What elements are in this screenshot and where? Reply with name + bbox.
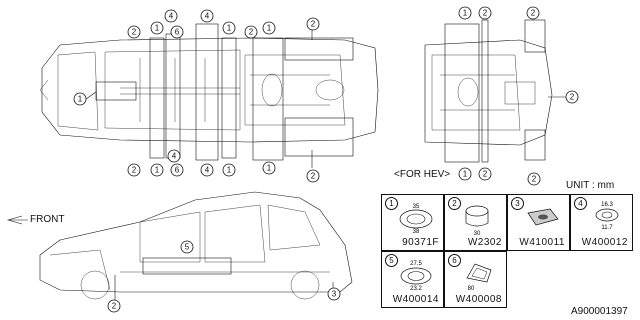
part-cell-6: 6 80 W400008 <box>444 251 507 308</box>
plug-icon: 30 <box>465 205 489 237</box>
pad-icon <box>527 208 559 226</box>
callout-6: 6 <box>175 166 180 175</box>
part-number-badge: 6 <box>448 254 461 267</box>
part-code: W400012 <box>581 237 628 248</box>
hev-underbody-drawing <box>424 19 566 163</box>
svg-text:30: 30 <box>474 231 481 237</box>
callout-2: 2 <box>532 175 537 184</box>
callout-1: 1 <box>463 170 468 179</box>
callout-1: 1 <box>227 166 232 175</box>
grommet-icon: 27.5 23.2 <box>400 261 432 292</box>
callout-1: 1 <box>227 24 232 33</box>
part-code: W400008 <box>455 294 502 305</box>
svg-text:35: 35 <box>413 204 420 210</box>
part-number-badge: 5 <box>385 254 398 267</box>
part-cell-2: 2 30 W2302 <box>444 194 507 251</box>
part-code: W400014 <box>392 294 439 305</box>
side-body-drawing <box>39 191 353 300</box>
callout-2: 2 <box>132 28 137 37</box>
callout-2: 2 <box>112 302 117 311</box>
part-cell-1: 1 35 38 90371F <box>381 194 444 251</box>
pad-icon: 80 <box>466 263 492 292</box>
callout-2: 2 <box>531 9 536 18</box>
callout-2: 2 <box>483 170 488 179</box>
callout-1: 1 <box>267 24 272 33</box>
callout-5: 5 <box>185 243 190 252</box>
part-cell-3: 3 W410011 <box>507 194 570 251</box>
callout-2: 2 <box>311 172 316 181</box>
part-number-badge: 4 <box>574 197 587 210</box>
front-arrow <box>6 215 28 225</box>
callout-1: 1 <box>78 95 83 104</box>
callout-1: 1 <box>267 164 272 173</box>
grommet-icon: 16.3 11.7 <box>595 202 619 231</box>
callout-1: 1 <box>155 166 160 175</box>
callout-3: 3 <box>332 290 337 299</box>
part-code: 90371F <box>402 237 439 248</box>
callout-2: 2 <box>483 9 488 18</box>
callout-4: 4 <box>205 166 210 175</box>
callout-2: 2 <box>311 20 316 29</box>
underbody-drawing <box>39 23 379 168</box>
callout-4: 4 <box>172 152 177 161</box>
part-code: W410011 <box>519 237 565 248</box>
part-number-badge: 1 <box>385 197 398 210</box>
callout-4: 4 <box>169 12 174 21</box>
callout-1: 1 <box>155 24 160 33</box>
callout-2: 2 <box>570 93 575 102</box>
part-code: W2302 <box>467 237 502 248</box>
for-hev-label: <FOR HEV> <box>394 169 451 180</box>
callout-2: 2 <box>132 166 137 175</box>
part-number-badge: 3 <box>511 197 524 210</box>
svg-text:80: 80 <box>468 286 475 292</box>
callout-2: 2 <box>249 28 254 37</box>
svg-text:23.2: 23.2 <box>410 286 422 292</box>
svg-text:16.3: 16.3 <box>601 202 613 208</box>
parts-table: 1 35 38 90371F 2 30 W2302 3 W410011 4 16… <box>381 194 633 308</box>
part-cell-5: 5 27.5 23.2 W400014 <box>381 251 444 308</box>
front-label: FRONT <box>30 214 65 225</box>
unit-label: UNIT : mm <box>566 180 615 191</box>
grommet-icon: 35 38 <box>399 204 433 235</box>
part-number-badge: 2 <box>448 197 461 210</box>
callout-6: 6 <box>175 28 180 37</box>
svg-text:11.7: 11.7 <box>601 225 613 231</box>
svg-text:38: 38 <box>413 229 420 235</box>
diagram-code: A900001397 <box>571 306 628 317</box>
callout-4: 4 <box>205 12 210 21</box>
callout-1: 1 <box>463 9 468 18</box>
svg-text:27.5: 27.5 <box>410 261 422 267</box>
part-cell-4: 4 16.3 11.7 W400012 <box>570 194 633 251</box>
